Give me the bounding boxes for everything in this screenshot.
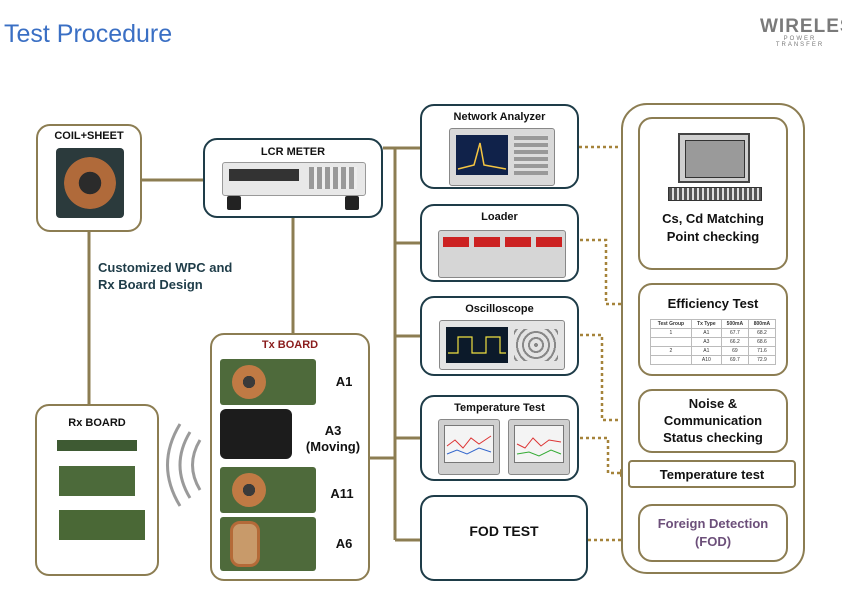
tx-a6-label: A6 [335, 536, 353, 551]
foreign-detection-label: Foreign Detection (FOD) [657, 516, 769, 549]
computer-icon [668, 133, 762, 203]
cs-cd-label: Cs, Cd Matching Point checking [662, 211, 764, 244]
loader-label: Loader [481, 211, 518, 223]
rx-board-box: Rx BOARD [35, 404, 159, 576]
tx-board-label: Tx BOARD [261, 339, 319, 351]
temperature-logger-2-image [508, 419, 570, 475]
fod-test-box: FOD TEST [420, 495, 588, 581]
table-cell [650, 337, 692, 347]
rx-pcb-2 [59, 466, 135, 496]
table-row: A3 66.2 68.6 [650, 337, 777, 347]
table-cell: 72.9 [747, 355, 777, 365]
table-row: A10 69.7 72.9 [650, 355, 777, 365]
temperature-result-box: Temperature test [628, 460, 796, 488]
table-header: 500mA [720, 319, 749, 329]
table-cell: A1 [690, 346, 722, 356]
loader-to-eff-arrow [580, 238, 628, 306]
table-cell: 69 [720, 346, 749, 356]
table-row: 2 A1 69 71.6 [650, 346, 777, 356]
table-cell: 1 [650, 328, 692, 338]
table-header: Test Group [650, 319, 692, 329]
noise-communication-label: Noise & Communication Status checking [663, 396, 763, 445]
tx-a11-label: A11 [330, 486, 354, 501]
foreign-detection-box: Foreign Detection (FOD) [638, 504, 788, 562]
temperature-logger-1-image [438, 419, 500, 475]
cs-cd-box: Cs, Cd Matching Point checking [638, 117, 788, 270]
table-cell: 68.6 [747, 337, 777, 347]
logo-main-text: WIRELESS [760, 16, 842, 37]
wireless-signal-icon [166, 423, 202, 507]
coil-sheet-box: COIL+SHEET [36, 124, 142, 232]
table-header: 800mA [747, 319, 777, 329]
efficiency-test-box: Efficiency Test Test Group Tx Type 500mA… [638, 283, 788, 376]
table-cell: 69.7 [720, 355, 749, 365]
table-cell: 71.6 [747, 346, 777, 356]
table-cell [650, 355, 692, 365]
loader-box: Loader [420, 204, 579, 282]
rx-design-text: Customized WPC and Rx Board Design [98, 260, 233, 292]
temperature-result-label: Temperature test [659, 467, 765, 482]
efficiency-table: Test Group Tx Type 500mA 800mA 1 A1 67.7… [650, 319, 777, 365]
tx-a11-image [220, 467, 316, 513]
table-cell: A10 [690, 355, 722, 365]
tx-a1-label: A1 [335, 374, 353, 389]
table-header: Tx Type [690, 319, 722, 329]
network-analyzer-image [449, 128, 555, 186]
lcr-meter-image [222, 162, 366, 196]
noise-communication-box: Noise & Communication Status checking [638, 389, 788, 453]
page-title: Test Procedure [4, 20, 173, 48]
table-cell: 67.7 [720, 328, 749, 338]
logo-sub-text: POWER TRANSFER [775, 36, 825, 48]
temperature-test-label: Temperature Test [454, 402, 545, 414]
fod-test-label: FOD TEST [469, 523, 539, 539]
tx-board-box: Tx BOARD A1 A3 (Moving) A11 A6 [210, 333, 370, 581]
tx-a3-image [220, 409, 292, 459]
wireless-logo: WIRELESS POWER TRANSFER [760, 16, 842, 48]
table-row: 1 A1 67.7 68.2 [650, 328, 777, 338]
network-analyzer-box: Network Analyzer [420, 104, 579, 189]
coil-image [56, 148, 124, 218]
tx-a1-image [220, 359, 316, 405]
loader-image [438, 230, 566, 278]
rx-board-label: Rx BOARD [68, 417, 126, 429]
rx-pcb-1 [57, 440, 137, 451]
table-cell: A1 [690, 328, 722, 338]
rx-pcb-3 [59, 510, 145, 540]
tx-a3-label: A3 (Moving) [305, 423, 361, 454]
lcr-meter-box: LCR METER [203, 138, 383, 218]
lcr-meter-label: LCR METER [260, 146, 326, 158]
efficiency-test-label: Efficiency Test [667, 296, 759, 311]
table-cell: 66.2 [720, 337, 749, 347]
table-cell: A3 [690, 337, 722, 347]
oscilloscope-box: Oscilloscope [420, 296, 579, 376]
osc-to-noise-arrow [580, 333, 628, 422]
temperature-test-box: Temperature Test [420, 395, 579, 481]
oscilloscope-image [439, 320, 565, 370]
tx-a6-image [220, 517, 316, 571]
coil-sheet-label: COIL+SHEET [54, 130, 124, 142]
oscilloscope-label: Oscilloscope [465, 303, 534, 315]
table-cell: 68.2 [747, 328, 777, 338]
temp-to-temptest-arrow [580, 436, 620, 475]
table-cell: 2 [650, 346, 692, 356]
network-analyzer-label: Network Analyzer [453, 111, 546, 123]
